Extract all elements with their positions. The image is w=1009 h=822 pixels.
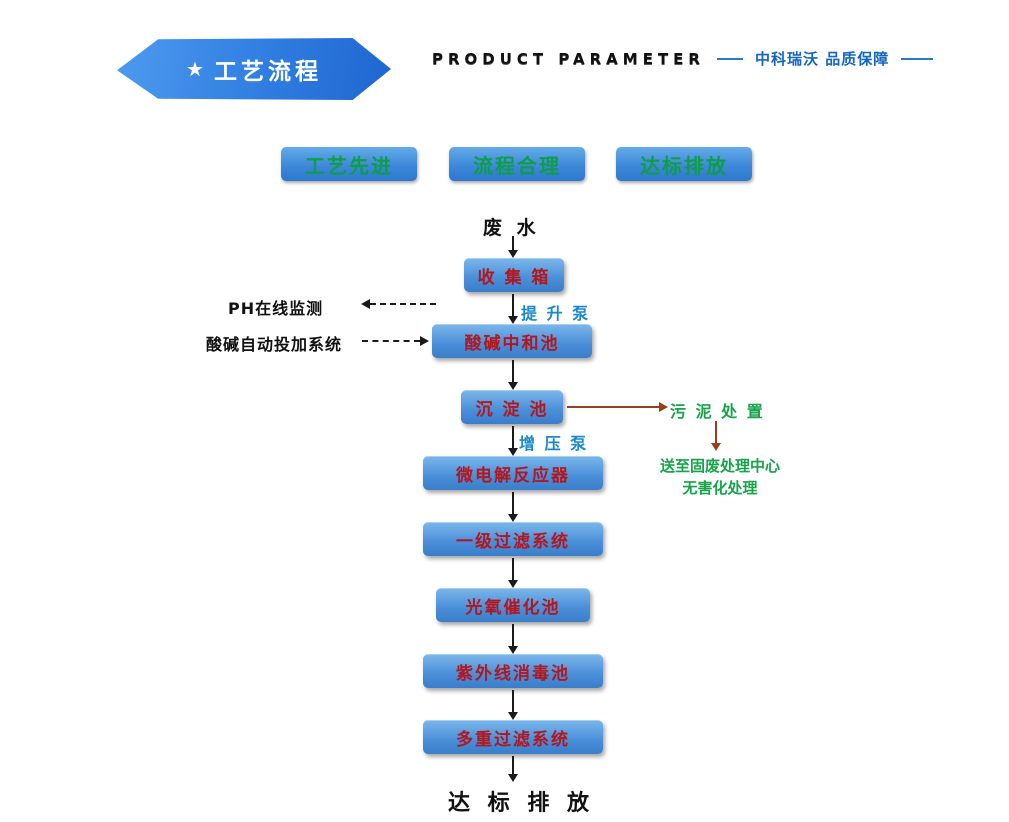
flow-box-sedimentation-pool: 沉 淀 池 xyxy=(461,390,563,424)
arrow-sludge-to-disposal xyxy=(711,421,721,451)
dashed-arrow-to-ph-monitor xyxy=(361,299,436,309)
arrow-sedimentation-to-sludge xyxy=(567,402,668,412)
arrow-neutralization-to-sedimentation xyxy=(508,360,518,390)
booster-pump-label: 增 压 泵 xyxy=(519,434,589,453)
dosing-system-label: 酸碱自动投加系统 xyxy=(206,335,343,354)
brand-slogan: 中科瑞沃 品质保障 xyxy=(754,50,890,68)
section-title: 工艺流程 xyxy=(213,59,322,85)
flow-box-photocatalytic-pool: 光氧催化池 xyxy=(436,588,590,622)
arrow-collection-to-neutralization xyxy=(508,294,518,324)
flow-box-collection-tank: 收 集 箱 xyxy=(464,258,564,292)
arrow-reactor-to-primary-filter xyxy=(508,492,518,522)
flow-box-multi-filter-system: 多重过滤系统 xyxy=(423,720,603,754)
flow-box-primary-filter-system: 一级过滤系统 xyxy=(423,522,603,556)
badge-reasonable-flow: 流程合理 xyxy=(449,147,585,181)
divider-line xyxy=(716,57,743,60)
arrow-sedimentation-to-reactor xyxy=(508,426,518,456)
subtitle-row: PRODUCT PARAMETER 中科瑞沃 品质保障 xyxy=(432,48,934,69)
star-icon: ★ xyxy=(186,57,204,81)
sludge-disposal-label: 污 泥 处 置 xyxy=(670,402,765,421)
flow-source-label: 废 水 xyxy=(483,217,540,239)
flow-box-uv-disinfection-pool: 紫外线消毒池 xyxy=(423,654,603,688)
badge-advanced-process: 工艺先进 xyxy=(281,147,417,181)
dashed-arrow-to-neutralization xyxy=(362,336,429,346)
flow-box-microelectrolysis-reactor: 微电解反应器 xyxy=(423,456,603,490)
ph-monitor-label: PH在线监测 xyxy=(228,299,324,318)
badge-standard-discharge: 达标排放 xyxy=(616,147,752,181)
arrow-multi-filter-to-outcome xyxy=(508,756,518,782)
flow-outcome-label: 达 标 排 放 xyxy=(448,791,594,816)
arrow-source-to-collection xyxy=(508,236,518,258)
divider-line xyxy=(901,57,934,60)
lift-pump-label: 提 升 泵 xyxy=(521,304,591,323)
disposal-center-label: 送至固废处理中心 xyxy=(659,457,780,475)
subtitle-english: PRODUCT PARAMETER xyxy=(432,49,705,68)
harmless-treatment-label: 无害化处理 xyxy=(682,479,758,497)
section-banner: ★ 工艺流程 xyxy=(117,38,391,100)
arrow-uv-to-multi-filter xyxy=(508,690,518,720)
arrow-photocatalytic-to-uv xyxy=(508,624,518,654)
flow-box-neutralization-pool: 酸碱中和池 xyxy=(432,324,592,358)
arrow-primary-filter-to-photocatalytic xyxy=(508,558,518,588)
